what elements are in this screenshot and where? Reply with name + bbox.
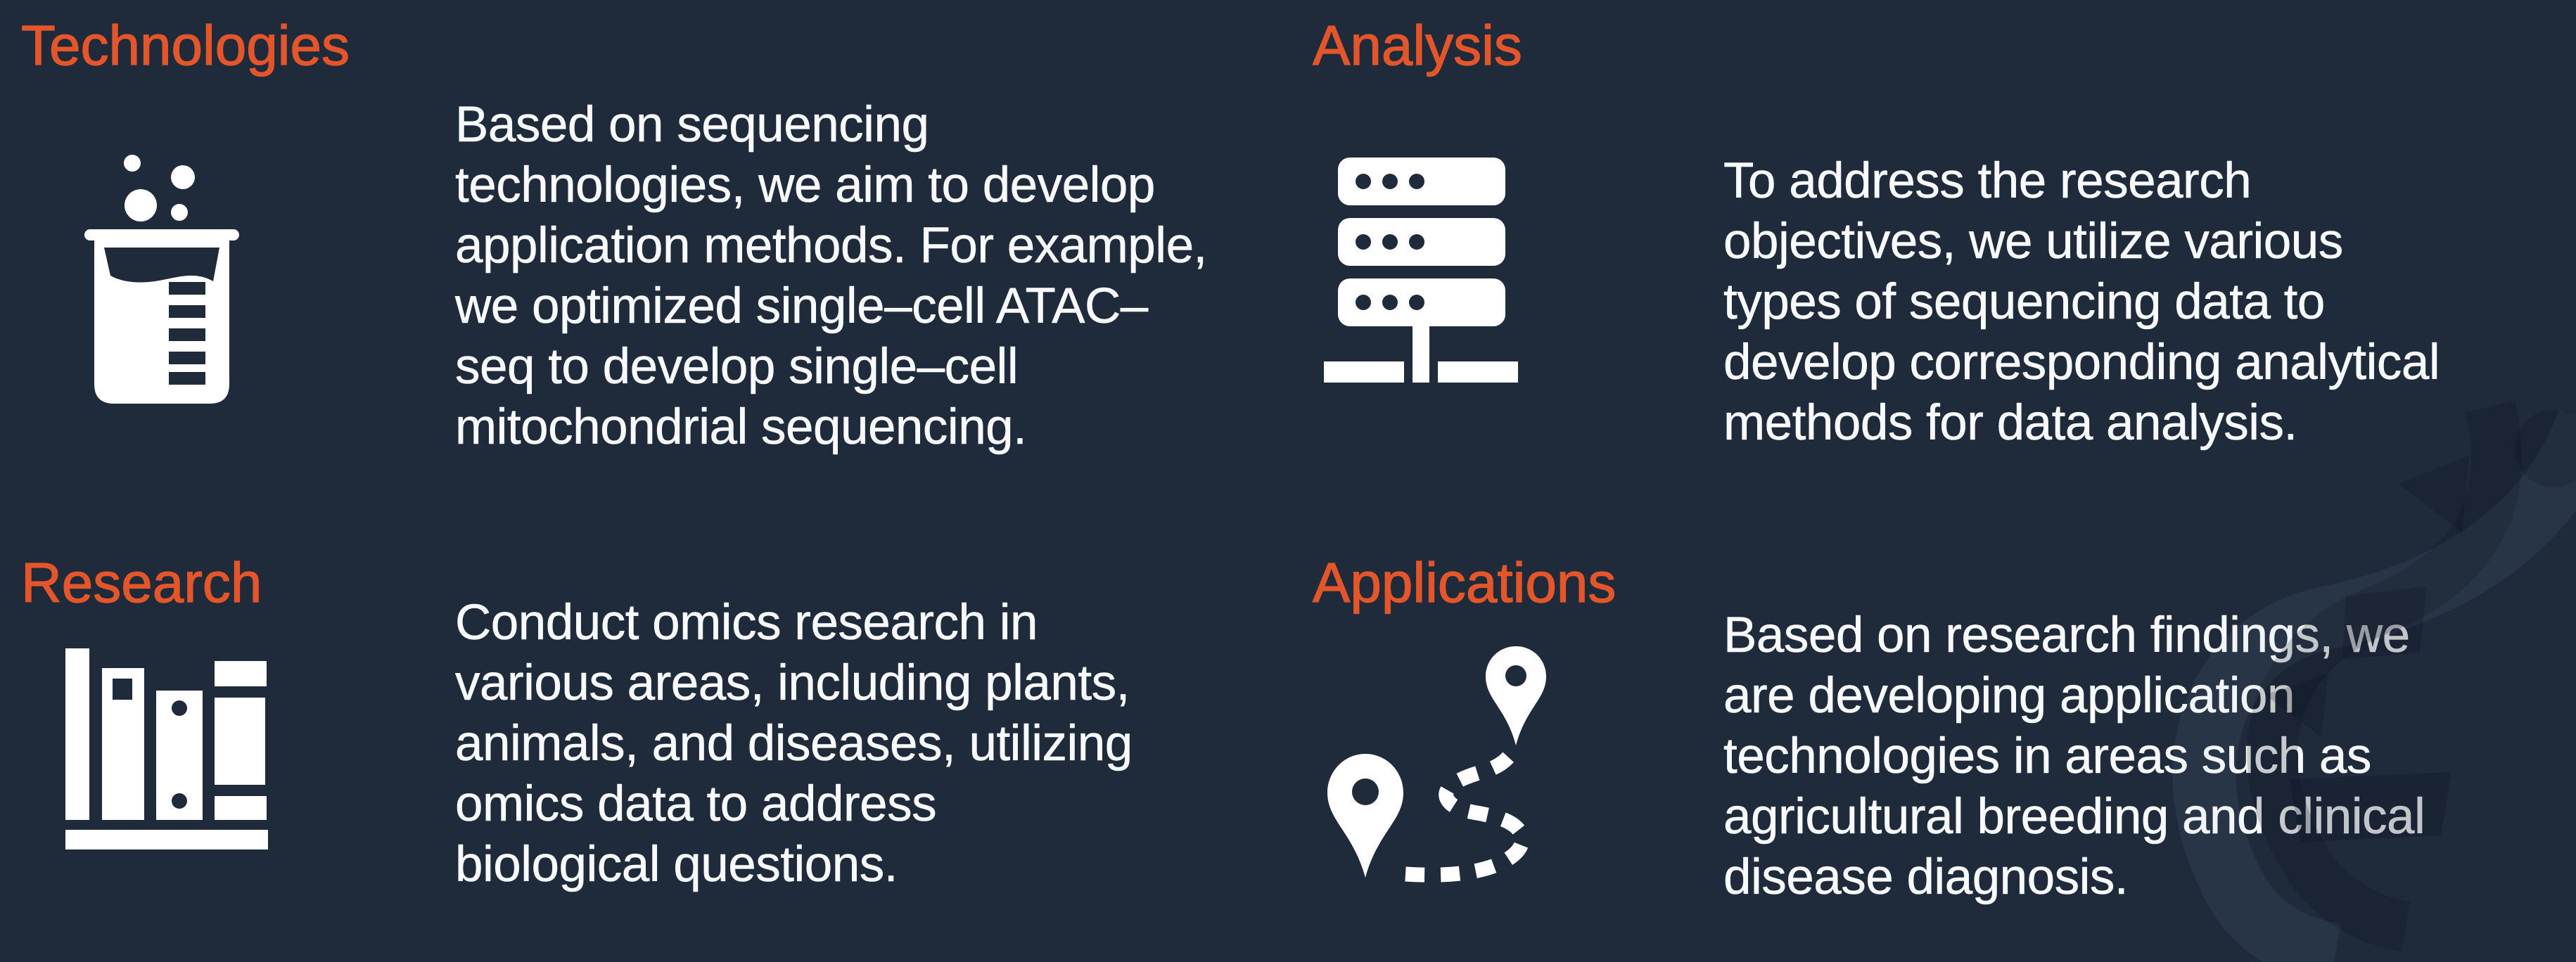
analysis-description: To address the research objectives, we u… (1723, 153, 2440, 451)
route-map-icon (1327, 646, 1546, 883)
bookshelf-icon (65, 648, 268, 849)
applications-description: Based on research findings, we are devel… (1723, 608, 2425, 906)
research-description: Conduct omics research in various areas,… (455, 595, 1133, 893)
research-title: Research (20, 551, 262, 614)
analysis-title: Analysis (1312, 14, 1522, 77)
server-rack-icon (1324, 158, 1518, 383)
technologies-description: Based on sequencing technologies, we aim… (455, 97, 1208, 456)
beaker-icon (84, 155, 239, 404)
technologies-title: Technologies (20, 14, 350, 77)
applications-title: Applications (1312, 551, 1617, 614)
